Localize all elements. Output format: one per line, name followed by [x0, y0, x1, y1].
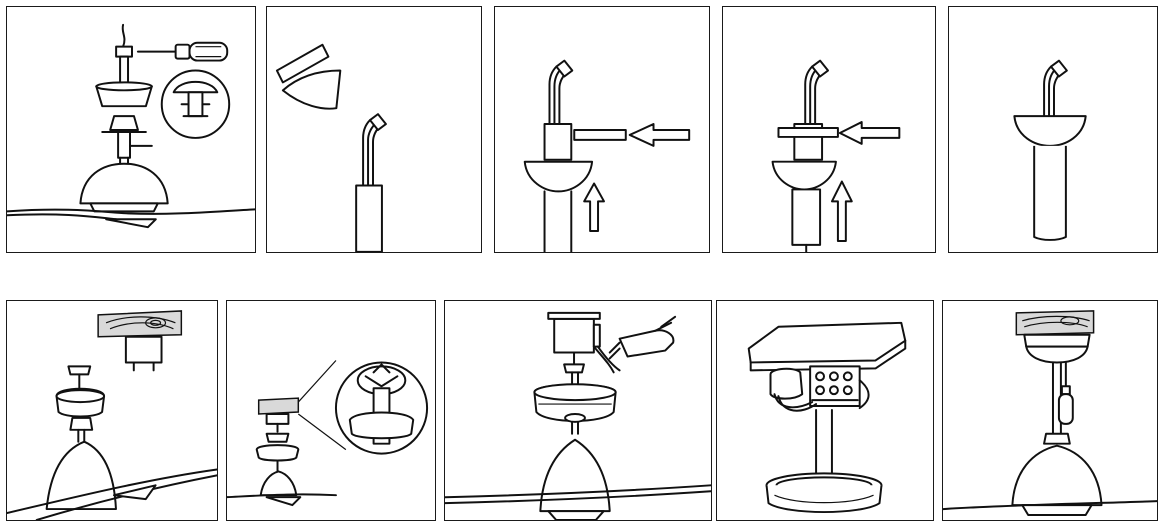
step-6-illustration	[7, 301, 217, 520]
step-panel-7	[226, 300, 436, 521]
receiver-icon	[610, 317, 675, 359]
ceiling-joist-icon	[259, 398, 299, 424]
canopy-icon	[773, 162, 836, 190]
step-7-illustration	[227, 301, 435, 520]
arrow-left-icon	[840, 122, 899, 144]
canopy-icon	[96, 82, 152, 106]
step-5-illustration	[949, 7, 1157, 252]
detail-magnifier-icon	[336, 362, 427, 453]
step-panel-2	[266, 6, 482, 253]
step-4-illustration	[723, 7, 935, 252]
fan-motor-icon	[47, 442, 116, 509]
wire-bundle-icon	[1044, 61, 1067, 116]
step-panel-9	[716, 300, 934, 521]
canopy-icon	[1014, 116, 1085, 146]
canopy-icon	[1024, 335, 1089, 363]
fan-motor-icon	[261, 471, 297, 495]
downrod-icon	[1034, 146, 1066, 240]
step-panel-5	[948, 6, 1158, 253]
arrow-left-icon	[630, 124, 689, 146]
downrod-icon	[116, 47, 132, 57]
fan-motor-icon	[80, 164, 167, 204]
junction-box-icon	[548, 313, 600, 353]
canopy-icon	[767, 473, 882, 512]
canopy-icon	[525, 162, 592, 192]
step-panel-6	[6, 300, 218, 521]
step-panel-3	[494, 6, 710, 253]
arrow-up-icon	[832, 182, 852, 241]
detail-magnifier-icon	[162, 70, 229, 137]
pin-icon	[574, 130, 626, 140]
step-panel-4	[722, 6, 936, 253]
hanging-ball-icon	[267, 434, 289, 442]
wire-bundle-icon	[805, 61, 828, 124]
step-8-illustration	[445, 301, 711, 520]
downrod-icon	[356, 185, 382, 251]
arrow-up-icon	[584, 183, 604, 231]
screwdriver-icon	[138, 43, 227, 61]
mounting-bracket-icon	[126, 337, 162, 371]
canopy-icon	[57, 389, 105, 417]
step-panel-1	[6, 6, 256, 253]
wire-bundle-icon	[549, 61, 572, 124]
fan-motor-icon	[1012, 446, 1101, 505]
ceiling-joist-icon	[1016, 311, 1093, 335]
ceiling-joist-icon	[98, 311, 181, 337]
step-panel-8	[444, 300, 712, 521]
ceiling-plate-icon	[749, 323, 906, 371]
step-1-illustration	[7, 7, 255, 252]
wire-connector-icon	[810, 366, 860, 406]
downrod-icon	[545, 124, 572, 160]
step-9-illustration	[717, 301, 933, 520]
wire-bundle-icon	[363, 114, 386, 185]
step-3-illustration	[495, 7, 709, 252]
wire-bundle-icon	[123, 25, 125, 47]
canopy-icon	[257, 445, 299, 460]
step-panel-10	[942, 300, 1158, 521]
pin-icon	[778, 128, 837, 137]
step-2-illustration	[267, 7, 481, 252]
step-10-illustration	[943, 301, 1157, 520]
